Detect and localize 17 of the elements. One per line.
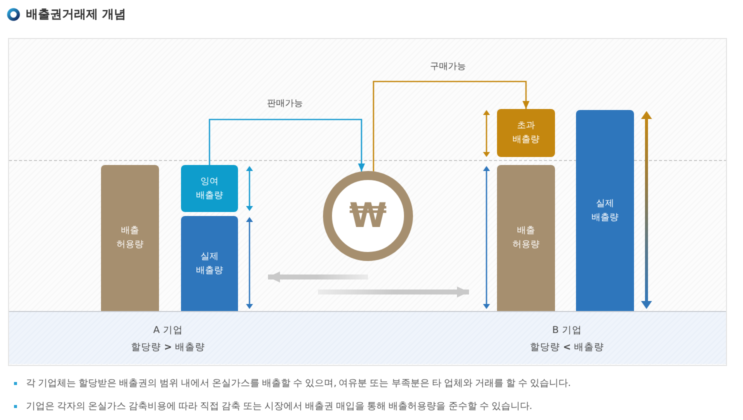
emission-bar: 실제 배출량 xyxy=(181,216,238,311)
label-band xyxy=(9,311,726,364)
arrow xyxy=(372,80,530,172)
company-label: A 기업 xyxy=(153,324,183,337)
block-arrow xyxy=(318,286,469,298)
company-label: 할당량 > 배출량 xyxy=(130,341,206,354)
emission-bar: 잉여 배출량 xyxy=(181,165,238,212)
note-text: 기업은 각자의 온실가스 감축비용에 따라 직접 감축 또는 시장에서 배출권 매입을 통해 배출허용량을 준수할 수 있습니다. xyxy=(26,400,532,413)
emission-bar: 배출 허용량 xyxy=(497,165,555,311)
title: 배출권거래제 개념 xyxy=(26,6,126,23)
company-label: B 기업 xyxy=(552,324,582,337)
emission-bar: 배출 허용량 xyxy=(101,165,159,311)
note-text: 각 기업체는 할당받은 배출권의 범위 내에서 온실가스를 배출할 수 있으며, 여유분 또는 부족분은 타 업체와 거래를 할 수 있습니다. xyxy=(26,377,570,390)
edge-label: 구매가능 xyxy=(430,61,466,74)
company-label: 할당량 < 배출량 xyxy=(530,341,604,354)
emission-bar: 초과 배출량 xyxy=(497,109,555,157)
emission-bar: 실제 배출량 xyxy=(576,110,634,311)
